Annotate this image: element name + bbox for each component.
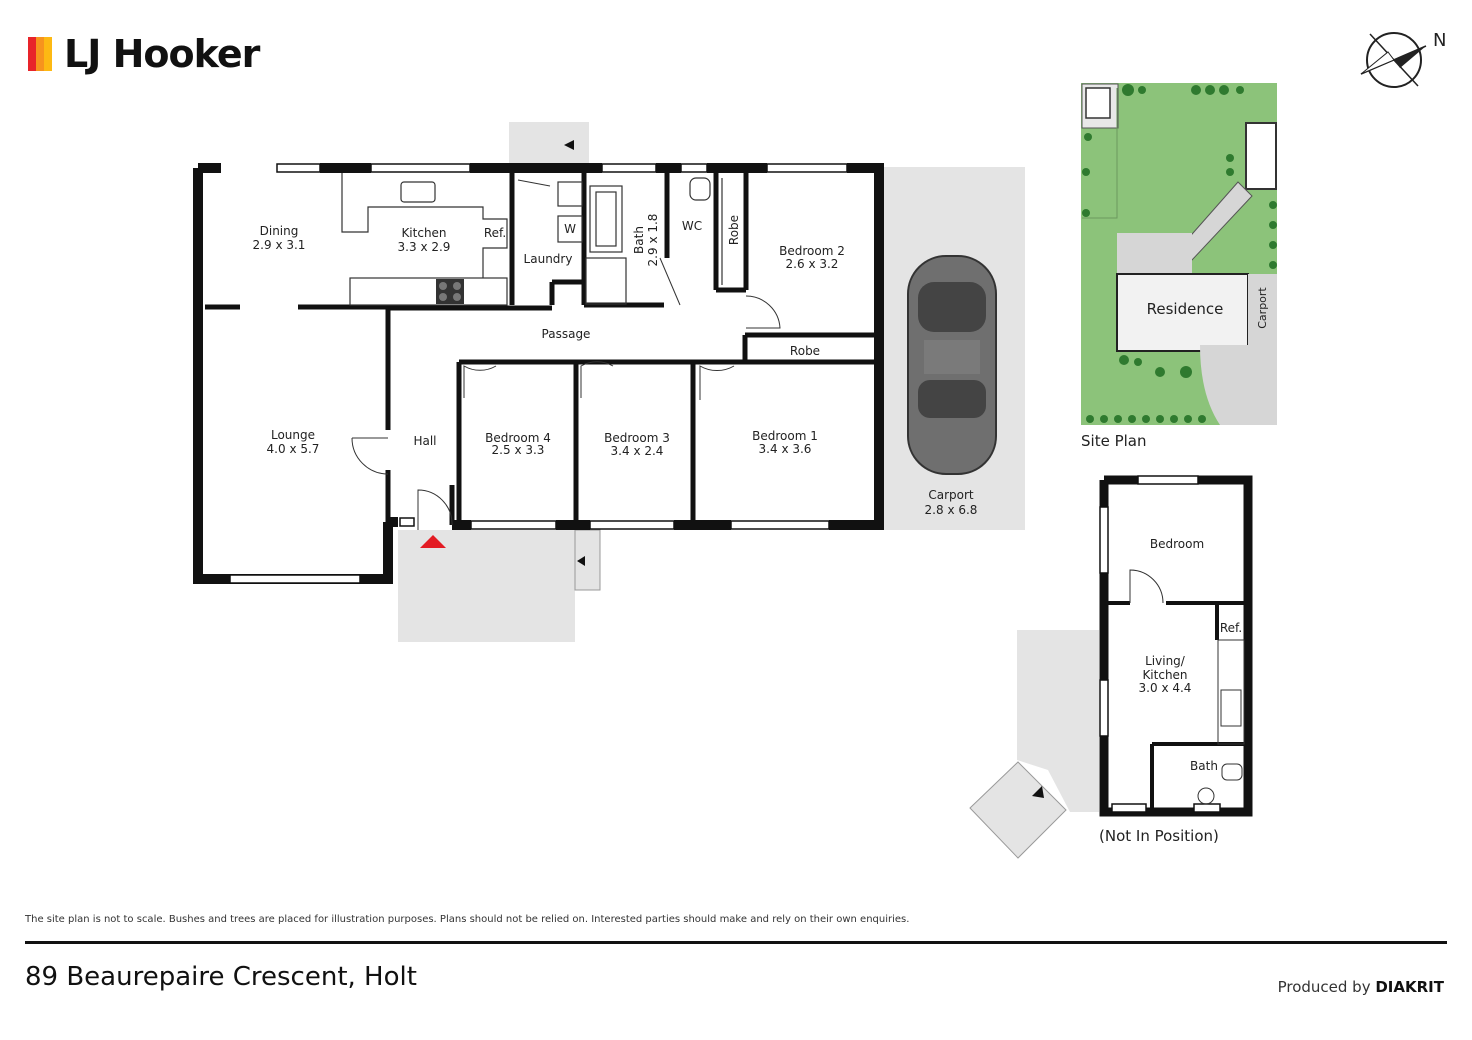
- flat-walls: [1099, 475, 1253, 817]
- producer-name: DIAKRIT: [1375, 978, 1444, 996]
- lounge-label: Lounge: [271, 428, 315, 442]
- flat-windows: [1099, 475, 1221, 813]
- site-granny-flat: [1245, 122, 1277, 190]
- burner-icon: [453, 293, 461, 301]
- lounge-dim: 4.0 x 5.7: [267, 442, 320, 456]
- interior-walls: [205, 173, 874, 525]
- compass-north-label: N: [1433, 30, 1446, 51]
- bedroom1-label: Bedroom 1: [752, 429, 818, 443]
- flat-living-label-2: Kitchen: [1142, 668, 1187, 682]
- carport-dim: 2.8 x 6.8: [925, 503, 978, 517]
- bedroom2-dim: 2.6 x 3.2: [786, 257, 839, 271]
- fixtures: [341, 173, 723, 306]
- property-address: 89 Beaurepaire Crescent, Holt: [25, 962, 417, 992]
- rear-step: [509, 122, 589, 168]
- entry-arrow-icon: [420, 535, 446, 548]
- door-swings: [351, 179, 781, 530]
- bedroom2-label: Bedroom 2: [779, 244, 845, 258]
- ref-label: Ref.: [484, 226, 506, 240]
- logo-bar-red: [28, 37, 36, 71]
- bath-dim: 2.9 x 1.8: [646, 214, 660, 267]
- disclaimer-text: The site plan is not to scale. Bushes an…: [25, 914, 910, 925]
- logo-bar-yellow: [44, 37, 52, 71]
- carport-label: Carport: [928, 488, 974, 502]
- flat-fixtures: [1129, 569, 1245, 805]
- flat-step-arrow-icon: [1032, 786, 1044, 798]
- room-labels: Dining 2.9 x 3.1 Kitchen 3.3 x 2.9 Ref. …: [253, 214, 978, 517]
- burner-icon: [453, 282, 461, 290]
- cooktop-icon: [436, 279, 464, 304]
- bedroom4-label: Bedroom 4: [485, 431, 551, 445]
- flat-ref-label: Ref.: [1220, 621, 1242, 635]
- site-residence: [1116, 273, 1249, 352]
- site-residence-label: Residence: [1147, 300, 1224, 318]
- produced-by-label: Produced by: [1277, 978, 1371, 996]
- flat-living-dim: 3.0 x 4.4: [1139, 681, 1192, 695]
- site-bushes: [1082, 84, 1277, 423]
- house-walls: [193, 163, 884, 584]
- kitchen-label: Kitchen: [401, 226, 446, 240]
- site-plan: Residence Carport: [1081, 83, 1277, 425]
- wc-label: WC: [682, 219, 702, 233]
- dining-dim: 2.9 x 3.1: [253, 238, 306, 252]
- site-paving: [1117, 233, 1192, 273]
- brand-logo: LJ Hooker: [28, 30, 260, 78]
- windows: [229, 163, 848, 584]
- producer-credit: Produced by DIAKRIT: [1278, 978, 1444, 996]
- burner-icon: [439, 293, 447, 301]
- flat-bath-label: Bath: [1190, 759, 1218, 773]
- flat-living-label-1: Living/: [1145, 654, 1186, 668]
- compass-icon: N: [1360, 30, 1446, 88]
- step-arrow-icon: [564, 140, 574, 150]
- car-icon: [907, 255, 997, 475]
- logo-bar-orange: [36, 37, 44, 71]
- hall-label: Hall: [413, 434, 436, 448]
- bedroom1-dim: 3.4 x 3.6: [759, 442, 812, 456]
- bath-label: Bath: [632, 226, 646, 254]
- flat-bedroom-label: Bedroom: [1150, 537, 1204, 551]
- bedroom3-label: Bedroom 3: [604, 431, 670, 445]
- site-carport: [1248, 274, 1277, 345]
- site-carport-label: Carport: [1256, 287, 1269, 329]
- step-arrow-icon: [577, 556, 585, 566]
- flat-deck: [1017, 630, 1099, 812]
- robe-vertical-label: Robe: [727, 215, 741, 245]
- site-driveway: [1200, 345, 1277, 425]
- footer-divider: [25, 941, 1447, 944]
- burner-icon: [439, 282, 447, 290]
- front-porch: [398, 530, 575, 642]
- dining-label: Dining: [260, 224, 299, 238]
- granny-flat-plan: Bedroom Ref. Living/ Kitchen 3.0 x 4.4 B…: [969, 475, 1253, 859]
- washer-label: W: [564, 222, 576, 236]
- passage-label: Passage: [542, 327, 591, 341]
- not-in-position-note: (Not In Position): [1099, 827, 1219, 845]
- bedroom3-dim: 3.4 x 2.4: [611, 444, 664, 458]
- bedroom4-dim: 2.5 x 3.3: [492, 443, 545, 457]
- kitchen-dim: 3.3 x 2.9: [398, 240, 451, 254]
- logo-color-bars: [28, 37, 52, 71]
- brand-name: LJ Hooker: [64, 32, 260, 76]
- site-plan-title: Site Plan: [1081, 432, 1147, 450]
- laundry-label: Laundry: [524, 252, 573, 266]
- robe-label: Robe: [790, 344, 820, 358]
